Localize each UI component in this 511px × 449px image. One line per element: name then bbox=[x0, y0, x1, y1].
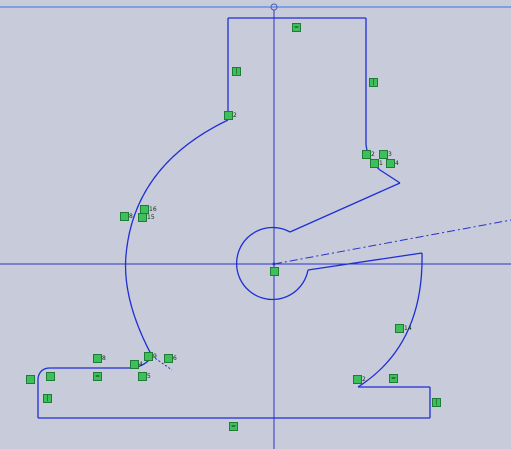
relation-label: 2 bbox=[362, 376, 366, 383]
relation-tangent-icon[interactable] bbox=[224, 111, 233, 120]
relation-label: 3 bbox=[388, 151, 392, 158]
relation-concentric-icon[interactable] bbox=[138, 372, 147, 381]
relation-tangent-icon[interactable] bbox=[362, 150, 371, 159]
relation-vertical-icon[interactable]: | bbox=[369, 78, 378, 87]
relation-equal-icon[interactable]: = bbox=[229, 422, 238, 431]
relation-equal-icon[interactable]: = bbox=[389, 374, 398, 383]
relation-label: 5 bbox=[147, 373, 151, 380]
relation-vertical-icon[interactable]: | bbox=[232, 67, 241, 76]
left-large-arc[interactable] bbox=[124, 119, 229, 357]
right-lower-arc[interactable] bbox=[357, 252, 423, 388]
relation-label: 4 bbox=[139, 361, 143, 368]
tangent-indicator bbox=[151, 355, 173, 371]
relation-tangent-icon[interactable] bbox=[130, 360, 139, 369]
relation-tangent-icon[interactable] bbox=[120, 212, 129, 221]
relation-concentric-icon[interactable] bbox=[395, 324, 404, 333]
relation-label: 6 bbox=[173, 355, 177, 362]
relation-label: 15 bbox=[147, 214, 155, 221]
relation-coincident-icon[interactable] bbox=[26, 375, 35, 384]
relation-label: 8 bbox=[129, 213, 133, 220]
upper-slot-line[interactable] bbox=[289, 182, 401, 233]
bottom-left-fillet[interactable] bbox=[37, 367, 51, 379]
relation-label: 1 bbox=[379, 160, 383, 167]
right-upper-slant[interactable] bbox=[379, 169, 401, 184]
lower-slot-line[interactable] bbox=[307, 252, 423, 271]
origin-point bbox=[272, 262, 276, 266]
relation-label: 14 bbox=[404, 325, 412, 332]
sketch-profile[interactable] bbox=[37, 17, 431, 419]
relation-tangent-icon[interactable] bbox=[353, 375, 362, 384]
relation-label: 2 bbox=[233, 112, 237, 119]
relation-coincident-icon[interactable] bbox=[270, 267, 279, 276]
slot-arc[interactable] bbox=[235, 226, 309, 301]
relation-label: 4 bbox=[395, 160, 399, 167]
relation-concentric-icon[interactable] bbox=[144, 352, 153, 361]
relation-label: 8 bbox=[102, 355, 106, 362]
top-plane-edge bbox=[0, 6, 511, 8]
relation-concentric-icon[interactable] bbox=[370, 159, 379, 168]
relation-vertical-icon[interactable]: | bbox=[432, 398, 441, 407]
relation-tangent-icon[interactable] bbox=[93, 354, 102, 363]
relation-vertical-icon[interactable]: | bbox=[43, 394, 52, 403]
relation-label: 2 bbox=[371, 151, 375, 158]
relation-label: 16 bbox=[149, 206, 157, 213]
relation-equal-icon[interactable]: = bbox=[292, 23, 301, 32]
relation-concentric-icon[interactable] bbox=[46, 372, 55, 381]
relation-equal-icon[interactable]: = bbox=[93, 372, 102, 381]
relation-tangent-icon[interactable] bbox=[164, 354, 173, 363]
relation-tangent-icon[interactable] bbox=[379, 150, 388, 159]
relation-tangent-icon[interactable] bbox=[386, 159, 395, 168]
relation-concentric-icon[interactable] bbox=[138, 213, 147, 222]
relation-label: 9 bbox=[153, 353, 157, 360]
